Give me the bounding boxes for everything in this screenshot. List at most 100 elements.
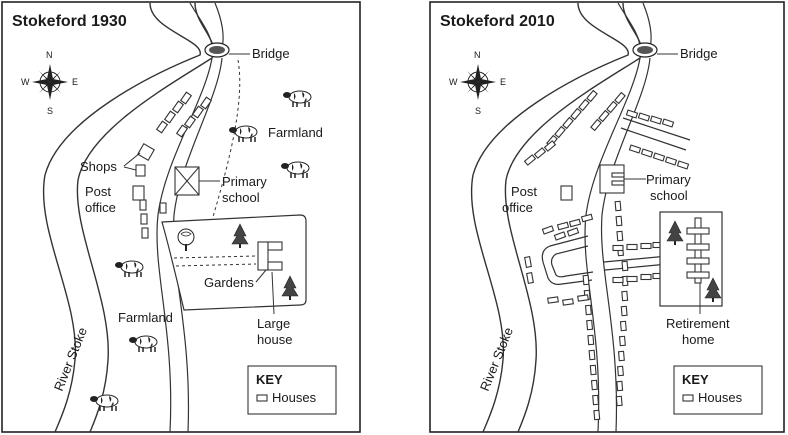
house-icon xyxy=(547,296,559,304)
house-icon xyxy=(577,294,589,302)
house-icon xyxy=(588,349,596,361)
key-title: KEY xyxy=(256,372,283,387)
house-icon xyxy=(626,243,638,251)
house-icon xyxy=(562,298,574,306)
house-icon xyxy=(615,215,623,227)
house-icon xyxy=(616,230,624,242)
river-stoke xyxy=(470,2,629,433)
map-stokeford-2010: Stokeford 2010 N S E W Bridge Post offic… xyxy=(428,0,786,435)
map-frame xyxy=(429,1,785,433)
large-house-label-line2: house xyxy=(257,332,292,347)
primary-school-label-line1: Primary xyxy=(222,174,267,189)
house-icon xyxy=(171,100,185,114)
post-office-building xyxy=(560,185,573,201)
house-icon xyxy=(139,199,147,211)
house-icon xyxy=(617,350,625,362)
main-road-edge xyxy=(600,57,651,433)
house-icon xyxy=(175,124,189,138)
house-icon xyxy=(586,89,598,103)
compass-west-label: W xyxy=(21,77,30,87)
shops-leader xyxy=(123,152,141,167)
house-icon xyxy=(526,272,534,284)
house-icon xyxy=(637,112,651,122)
house-icon xyxy=(614,200,622,212)
main-road xyxy=(156,57,213,433)
house-icon xyxy=(566,227,580,237)
gardens-leader xyxy=(255,269,267,283)
compass-east-label: E xyxy=(72,77,78,87)
house-icon xyxy=(159,202,167,214)
house-icon xyxy=(568,218,582,228)
main-road xyxy=(584,57,641,433)
retirement-home-label-line1: Retirement xyxy=(666,316,730,331)
post-office-label-line2: office xyxy=(502,200,533,215)
map-1930-canvas: Stokeford 1930 N S E W Bridge S xyxy=(1,1,361,433)
house-icon xyxy=(626,275,638,283)
house-icon xyxy=(620,305,628,317)
primary-school-label-line2: school xyxy=(222,190,260,205)
house-icon xyxy=(183,115,197,129)
house-icon xyxy=(593,409,601,421)
house-icon xyxy=(155,120,169,134)
retirement-road-edge xyxy=(604,263,669,271)
primary-school-label-line1: Primary xyxy=(646,172,691,187)
farmland-label-east: Farmland xyxy=(268,125,323,140)
map-title: Stokeford 2010 xyxy=(440,13,555,30)
shops-label: Shops xyxy=(80,159,117,174)
house-icon xyxy=(615,395,623,407)
map-title: Stokeford 1930 xyxy=(12,13,127,30)
house-icon xyxy=(554,125,566,139)
house-icon xyxy=(590,379,598,391)
compass-south-label: S xyxy=(475,106,481,116)
key-houses-label: Houses xyxy=(272,390,317,405)
house-icon xyxy=(562,116,574,130)
shop-building xyxy=(137,143,155,161)
large-house-label-line1: Large xyxy=(257,316,290,331)
house-icon xyxy=(619,320,627,332)
retirement-home-label-line2: home xyxy=(682,332,715,347)
house-icon xyxy=(533,147,547,159)
house-icon xyxy=(587,334,595,346)
shop-building xyxy=(135,164,146,177)
shops-leader xyxy=(123,166,137,171)
retirement-road xyxy=(603,255,669,263)
house-icon xyxy=(590,118,602,132)
loop-road xyxy=(541,235,593,285)
house-icon xyxy=(553,231,567,241)
house-icon xyxy=(592,394,600,406)
house-icon xyxy=(598,109,610,123)
house-icon xyxy=(612,244,624,252)
house-icon xyxy=(616,380,624,392)
house-icon xyxy=(612,276,624,284)
house-icon xyxy=(652,152,666,162)
house-icon xyxy=(556,221,570,231)
compass-west-label: W xyxy=(449,77,458,87)
compass-east-label: E xyxy=(500,77,506,87)
house-icon xyxy=(523,154,537,166)
house-icon xyxy=(543,140,557,152)
house-icon xyxy=(606,100,618,114)
house-icon xyxy=(661,118,675,128)
house-icon xyxy=(676,160,690,170)
house-icon xyxy=(682,394,694,402)
house-icon xyxy=(191,105,205,119)
east-road xyxy=(622,117,691,141)
key-houses-label: Houses xyxy=(698,390,743,405)
house-icon xyxy=(578,98,590,112)
house-icon xyxy=(580,213,594,223)
compass-north-label: N xyxy=(474,50,481,60)
post-office-building xyxy=(132,185,145,201)
house-icon xyxy=(664,156,678,166)
key-title: KEY xyxy=(682,372,709,387)
bridge-label: Bridge xyxy=(252,46,290,61)
post-office-label-line1: Post xyxy=(85,184,111,199)
houses-group xyxy=(523,89,690,421)
house-icon xyxy=(141,227,149,239)
main-road-edge xyxy=(172,57,223,433)
map-key: KEY Houses xyxy=(247,365,337,415)
house-icon xyxy=(628,144,642,154)
post-office-label-line1: Post xyxy=(511,184,537,199)
house-icon xyxy=(640,242,652,250)
large-house-building xyxy=(257,241,283,271)
post-office-label-line2: office xyxy=(85,200,116,215)
